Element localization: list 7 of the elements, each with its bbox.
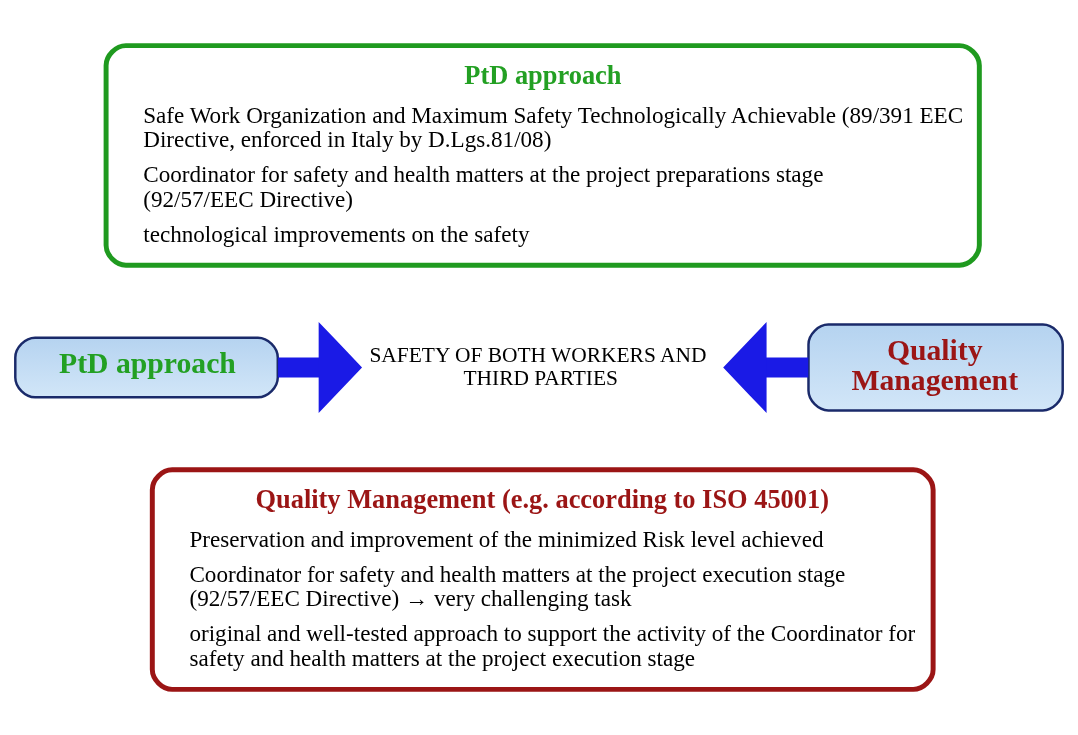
node-box: PtD approach bbox=[14, 336, 279, 399]
node-text: SAFETY OF BOTH WORKERS AND THIRD PARTIES bbox=[369, 342, 707, 390]
node-box: Quality Management bbox=[807, 323, 1064, 412]
node-box: PtD approach Safe Work Organization and Maximum Safety Technologically Achievable (89/391 EEC Directive, enforced in Italy by D.Lgs.81/08) Coordinator for safety and health matters at the project preparations stage (92/57/EEC Directive) technological improvements on the safety bbox=[103, 43, 982, 268]
node-box: Quality Management (e.g. according to ISO 45001) Preservation and improvement of the minimized Risk level achieved Coordinator for safety and health matters at the project execution stage (92/57/EEC Directive) → very challenging task original and well-tested approach to support the activity of the Coordinator for safety and health matters at the project execution stage bbox=[149, 467, 936, 692]
arrow bbox=[278, 321, 363, 414]
arrow bbox=[723, 321, 809, 414]
